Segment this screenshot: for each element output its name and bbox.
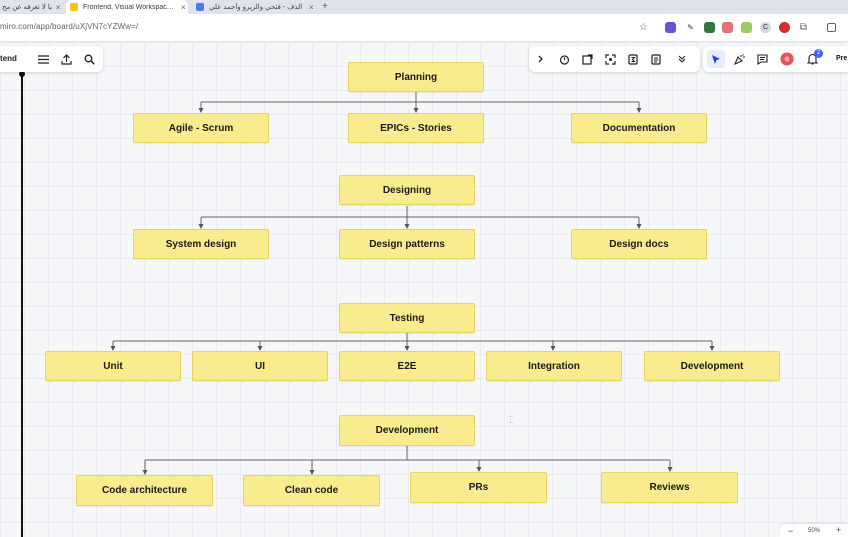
node-planning[interactable]: Planning (348, 62, 484, 92)
close-icon[interactable]: × (309, 2, 314, 12)
node-integration[interactable]: Integration (486, 351, 622, 381)
node-design-docs[interactable]: Design docs (571, 229, 707, 259)
extension-icon[interactable] (722, 22, 733, 33)
extension-icon[interactable]: C (760, 22, 771, 33)
miro-favicon-icon (70, 3, 78, 11)
node-system-design[interactable]: System design (133, 229, 269, 259)
tools-toolbar (529, 46, 700, 72)
node-code-architecture[interactable]: Code architecture (76, 475, 213, 506)
node-reviews[interactable]: Reviews (601, 472, 738, 503)
bookmark-star-icon[interactable]: ☆ (639, 22, 648, 33)
node-development[interactable]: Development (339, 415, 475, 446)
node-prs[interactable]: PRs (410, 472, 547, 503)
share-upload-icon[interactable] (58, 51, 74, 67)
comment-icon[interactable] (754, 51, 770, 67)
reaction-icon[interactable] (731, 51, 747, 67)
node-clean-code[interactable]: Clean code (243, 475, 380, 506)
address-bar: miro.com/app/board/uXjVN7cYZWw=/ ☆ ✎ C ⧉ (0, 14, 848, 42)
frame-export-icon[interactable] (579, 51, 595, 67)
cursor-select-icon[interactable] (707, 50, 725, 68)
collaboration-toolbar: 2 Pre (703, 46, 848, 72)
notification-badge: 2 (814, 49, 823, 58)
pen-extension-icon[interactable]: ✎ (687, 23, 694, 32)
node-epics-stories[interactable]: EPICs - Stories (348, 113, 484, 143)
notifications-bell-icon[interactable] (804, 51, 820, 67)
search-icon[interactable] (81, 51, 97, 67)
zoom-control: − 50% + (780, 524, 848, 537)
extension-icon[interactable] (741, 22, 752, 33)
node-design-patterns[interactable]: Design patterns (339, 229, 475, 259)
node-designing[interactable]: Designing (339, 175, 475, 205)
zoom-level[interactable]: 50% (808, 528, 821, 534)
tab-title: الذف - فتحي والزيرو وأحمد علي (209, 4, 303, 11)
browser-tab-strip: يا لا تعرفه عن مح × Frontend, Visual Wor… (0, 0, 848, 14)
cursor-icon: ⌶ (508, 415, 514, 425)
extension-icon[interactable] (665, 22, 676, 33)
board-toolbar: tend (0, 46, 103, 72)
number-icon[interactable] (625, 51, 641, 67)
side-panel-icon[interactable] (827, 23, 836, 32)
board-name[interactable]: tend (0, 54, 17, 63)
document-favicon-icon (196, 3, 204, 11)
url-field[interactable]: miro.com/app/board/uXjVN7cYZWw=/ (0, 22, 139, 31)
chevron-down-icon[interactable] (674, 51, 690, 67)
tab-title: Frontend, Visual Workspace for (83, 3, 177, 11)
browser-tab-active[interactable]: Frontend, Visual Workspace for × (66, 0, 188, 14)
tab-title: يا لا تعرفه عن مح (2, 4, 52, 11)
browser-tab[interactable]: الذف - فتحي والزيرو وأحمد علي × (192, 0, 318, 14)
chevron-right-icon[interactable] (533, 51, 549, 67)
present-button[interactable]: Pre (836, 55, 848, 62)
close-icon[interactable]: × (181, 2, 186, 12)
node-development-testing[interactable]: Development (644, 351, 780, 381)
node-documentation[interactable]: Documentation (571, 113, 707, 143)
node-agile-scrum[interactable]: Agile - Scrum (133, 113, 269, 143)
node-unit[interactable]: Unit (45, 351, 181, 381)
browser-tab[interactable]: يا لا تعرفه عن مح × (0, 0, 64, 14)
zoom-out-button[interactable]: − (788, 526, 794, 536)
menu-icon[interactable] (35, 51, 51, 67)
node-testing[interactable]: Testing (339, 303, 475, 333)
puzzle-icon[interactable]: ⧉ (799, 22, 808, 33)
node-e2e[interactable]: E2E (339, 351, 475, 381)
close-icon[interactable]: × (55, 2, 61, 12)
new-tab-button[interactable]: + (322, 1, 328, 12)
notes-icon[interactable] (648, 51, 664, 67)
avatar[interactable] (779, 51, 795, 67)
focus-icon[interactable] (602, 51, 618, 67)
extension-icon[interactable] (704, 22, 715, 33)
zoom-in-button[interactable]: + (836, 525, 842, 535)
extension-icon[interactable] (779, 22, 790, 33)
timer-icon[interactable] (556, 51, 572, 67)
node-ui[interactable]: UI (192, 351, 328, 381)
